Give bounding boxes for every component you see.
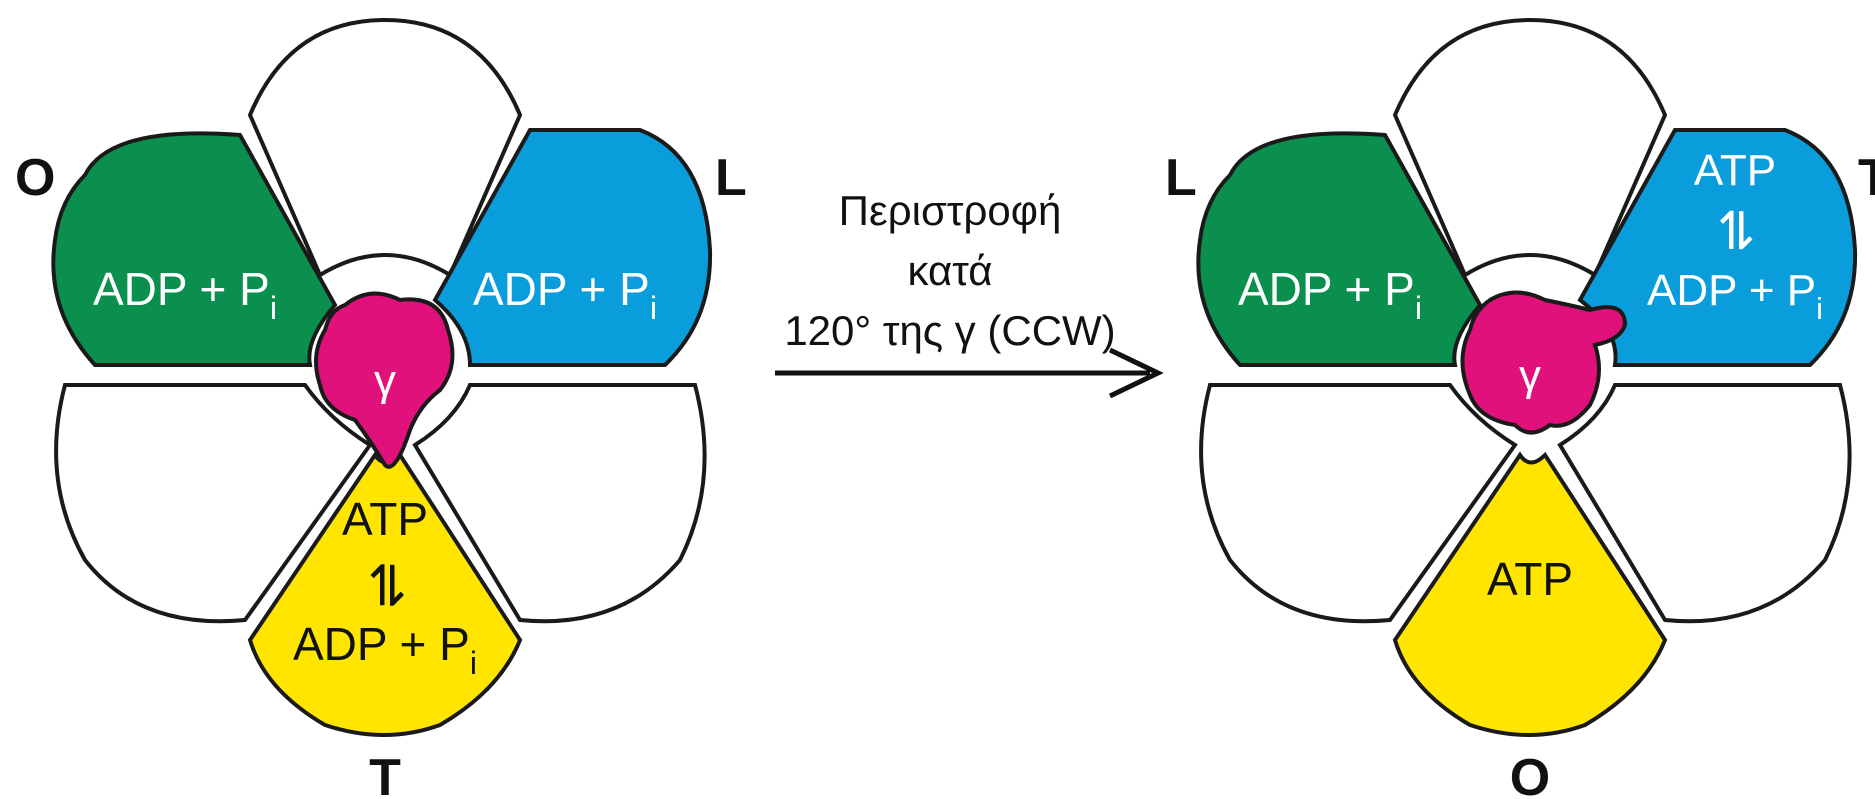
left-yellow-adp: ADP + Pi	[293, 618, 477, 681]
left-blue-subunit	[432, 128, 713, 367]
right-label-O: O	[1510, 749, 1550, 799]
right-bottom-right-empty-subunit	[1557, 383, 1852, 624]
right-blue-atp: ATP	[1694, 146, 1776, 195]
left-yellow-atp: ATP	[342, 493, 428, 545]
left-green-subunit	[51, 131, 338, 367]
right-green-text: ADP + Pi	[1238, 263, 1422, 326]
transition-line-3: 120° της γ (CCW)	[784, 307, 1115, 354]
transition: Περιστροφή κατά 120° της γ (CCW)	[775, 187, 1164, 399]
transition-line-2: κατά	[907, 247, 992, 294]
right-label-T: T	[1858, 149, 1875, 207]
left-gamma-subunit	[314, 291, 455, 469]
left-label-O: O	[15, 149, 55, 207]
left-top-empty-subunit	[247, 17, 523, 278]
left-label-L: L	[715, 149, 747, 207]
right-assembly: γ ADP + Pi ATP ⇌ ADP + Pi ATP L T O	[1165, 17, 1875, 799]
left-yellow-equilibrium: ⇌	[358, 562, 421, 609]
right-gamma-subunit	[1460, 290, 1628, 435]
transition-arrow-head	[1108, 347, 1164, 399]
right-yellow-subunit	[1392, 451, 1668, 737]
left-blue-text: ADP + Pi	[473, 263, 657, 326]
left-bottom-left-empty-subunit	[54, 383, 373, 624]
right-bottom-left-empty-subunit	[1199, 383, 1518, 624]
right-blue-equilibrium: ⇌	[1708, 208, 1766, 252]
transition-line-1: Περιστροφή	[839, 187, 1062, 234]
left-green-text: ADP + Pi	[93, 263, 277, 326]
left-assembly: γ ADP + Pi ADP + Pi ATP ⇌ ADP + Pi O L T	[15, 17, 747, 799]
left-label-T: T	[369, 749, 401, 799]
right-green-subunit	[1196, 131, 1483, 367]
right-gamma-label: γ	[1519, 351, 1541, 400]
right-top-empty-subunit	[1392, 17, 1668, 278]
left-bottom-right-empty-subunit	[412, 383, 707, 624]
left-gamma-label: γ	[374, 356, 396, 405]
right-label-L: L	[1165, 149, 1197, 207]
right-blue-adp: ADP + Pi	[1647, 266, 1823, 326]
right-yellow-text: ATP	[1487, 553, 1573, 605]
